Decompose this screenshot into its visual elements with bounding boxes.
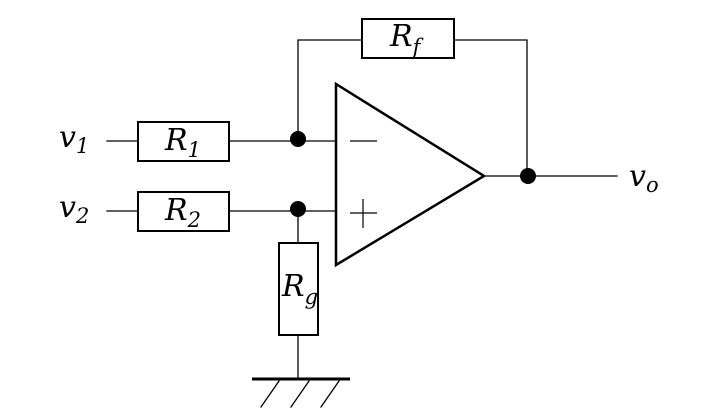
feedback-left-wire: [297, 39, 363, 142]
resistor-r1: [137, 121, 230, 162]
opamp-triangle: [334, 81, 487, 268]
ground-hatch-3: [320, 380, 340, 408]
label-v2: v2: [59, 190, 89, 228]
label-r2: R2: [164, 193, 201, 232]
resistor-r2: [137, 191, 230, 232]
label-rg: Rg: [281, 269, 318, 309]
resistor-rg: [278, 242, 319, 336]
label-r1: R1: [164, 123, 201, 162]
junction-noninverting-node: [290, 201, 306, 217]
junction-output-node: [520, 168, 536, 184]
junction-inverting-node: [290, 131, 306, 147]
ground-hatch-2: [290, 380, 310, 408]
label-v1: v1: [59, 120, 89, 158]
feedback-right-wire: [453, 39, 528, 177]
ground-hatch-1: [260, 380, 280, 408]
resistor-rf: [361, 18, 455, 59]
label-vo: vo: [629, 159, 659, 197]
label-rf: Rf: [389, 19, 424, 59]
